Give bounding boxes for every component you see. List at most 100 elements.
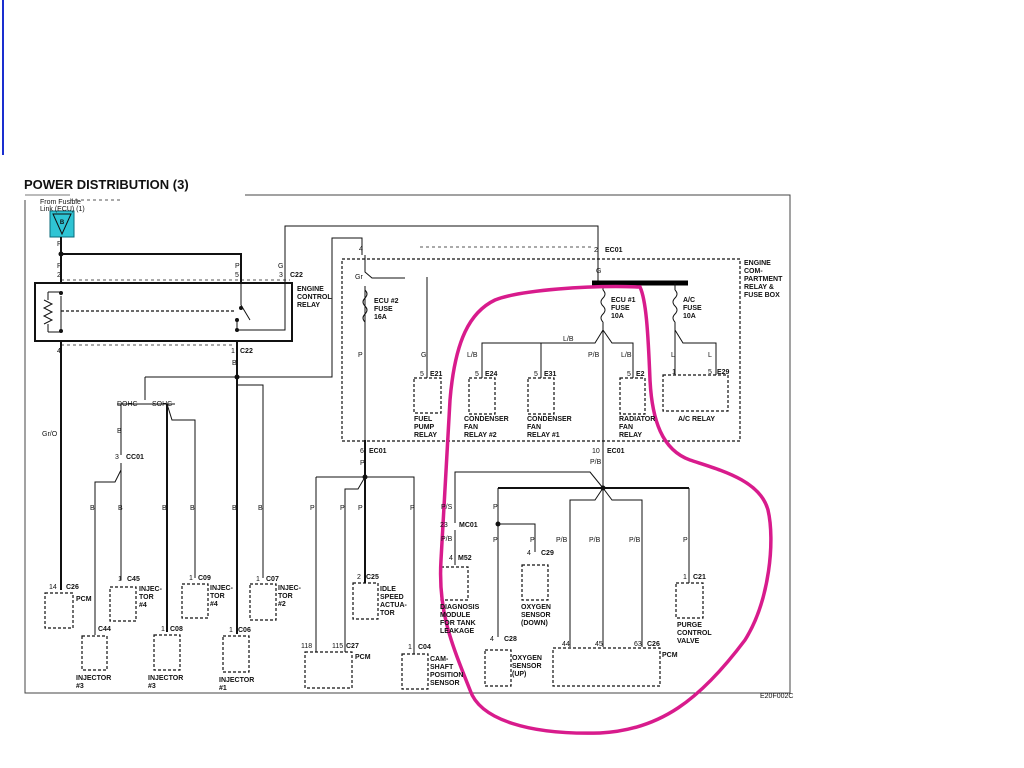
label-condenser-fan-relay-1: CONDENSER [527,416,572,423]
label-purge-control-valve: PURGE [677,622,702,629]
label-injector-c06: #1 [219,685,227,692]
label-injector-c44: INJECTOR [76,675,111,682]
pin-number: 5 [534,371,538,378]
pin-number: 5 [627,371,631,378]
pin-number: 1 [118,576,122,583]
pin-number: 14 [49,584,57,591]
wire-color-label: L/B [621,352,632,359]
connector-label: C08 [170,626,183,633]
left-edge-bar [2,0,4,155]
label-camshaft-position-sensor: SHAFT [430,664,454,671]
label-ecu1-fuse: 10A [611,313,624,320]
label-condenser-fan-relay-2: FAN [464,424,478,431]
wire-color-label: Gr/O [42,431,58,438]
label-ac-fuse: A/C [683,297,695,304]
label-radiator-fan-relay: RADIATOR [619,416,655,423]
label-ecu2-fuse: ECU #2 [374,298,399,305]
wire-color-label: P [235,263,240,270]
wire-color-label: L/B [467,352,478,359]
connector-label: C26 [66,584,79,591]
label-pcm-c27: PCM [355,654,371,661]
connector-label: E2 [636,371,645,378]
connector-label: E21 [430,371,443,378]
pin-number: 5 [420,371,424,378]
label-condenser-fan-relay-1: FAN [527,424,541,431]
page-title: POWER DISTRIBUTION (3) [24,177,189,192]
wire-color-label: G [278,263,283,270]
label-idle-speed-actuator: TOR [380,610,395,617]
wire-color-label: B [232,360,237,367]
wire-color-label: P [358,352,363,359]
connector-label: C27 [346,643,359,650]
pin-number: 63 [634,641,642,648]
label-injector-c06: INJECTOR [219,677,254,684]
connector-label: E31 [544,371,557,378]
wire-color-label: P [410,505,415,512]
wire-color-label: Gr [355,274,363,281]
pin-number: 1 [229,627,233,634]
label-oxygen-sensor-down: SENSOR [521,612,551,619]
label-idle-speed-actuator: IDLE [380,586,396,593]
label-engine-compartment-box: PARTMENT [744,276,783,283]
connector-label: MC01 [459,522,478,529]
injector-c45-box [109,586,137,622]
wire-color-label: P/B [590,459,602,466]
label-camshaft-position-sensor: CAM- [430,656,449,663]
connector-label: EC01 [369,448,387,455]
label-ecu1-fuse: FUSE [611,305,630,312]
wire-color-label: P [493,504,498,511]
connector-label: C25 [366,574,379,581]
label-ac-fuse: FUSE [683,305,702,312]
connector-label: EC01 [605,247,623,254]
injector-c06-box [222,635,250,673]
wire-color-label: P/B [441,536,453,543]
injector-c09-box [181,583,209,619]
label-injector-c08: #3 [148,683,156,690]
label-condenser-fan-relay-2: RELAY #2 [464,432,497,439]
idle-speed-actuator-box [352,582,379,620]
injector-c08-box [153,634,181,671]
label-engine-compartment-box: RELAY & [744,284,774,291]
pin-number: 3 [115,454,119,461]
pin-number: 118 [301,643,312,650]
diagnosis-module-box [440,566,469,601]
fusible-link-icon: B [49,210,75,238]
label-ecu1-fuse: ECU #1 [611,297,636,304]
pin-number: 3 [279,272,283,279]
connector-label: C09 [198,575,211,582]
label-radiator-fan-relay: RELAY [619,432,642,439]
label-engine-control-relay: CONTROL [297,294,332,301]
wire-color-label: P [683,537,688,544]
pin-number: 4 [57,348,61,355]
wire-color-label: L [671,352,675,359]
pin-number: 2 [57,272,61,279]
label-oxygen-sensor-up: (UP) [512,671,526,678]
wire-color-label: B [190,505,195,512]
label-radiator-fan-relay: FAN [619,424,633,431]
pin-number: 23 [440,522,448,529]
connector-label: C44 [98,626,111,633]
pin-number: 1 [683,574,687,581]
connector-label: C22 [240,348,253,355]
connector-label: C26 [647,641,660,648]
pin-number: 1 [189,575,193,582]
pcm-c26-right-box [552,647,661,687]
label-ecu2-fuse: FUSE [374,306,393,313]
highlight-loop [438,284,773,735]
label-engine-control-relay: RELAY [297,302,320,309]
connector-label: C45 [127,576,140,583]
pin-number: 44 [562,641,570,648]
label-condenser-fan-relay-1: RELAY #1 [527,432,560,439]
label-injector-c45: TOR [139,594,154,601]
pin-number: 1 [231,348,235,355]
label-pcm-c26-left: PCM [76,596,92,603]
pin-number: 6 [360,448,364,455]
pin-number: 4 [490,636,494,643]
label-camshaft-position-sensor: SENSOR [430,680,460,687]
wire-color-label: P [360,460,365,467]
label-camshaft-position-sensor: POSITION [430,672,463,679]
label-injector-c09: TOR [210,593,225,600]
label-pcm-c26-right: PCM [662,652,678,659]
injector-c07-box [249,583,277,621]
pin-number: 2 [357,574,361,581]
